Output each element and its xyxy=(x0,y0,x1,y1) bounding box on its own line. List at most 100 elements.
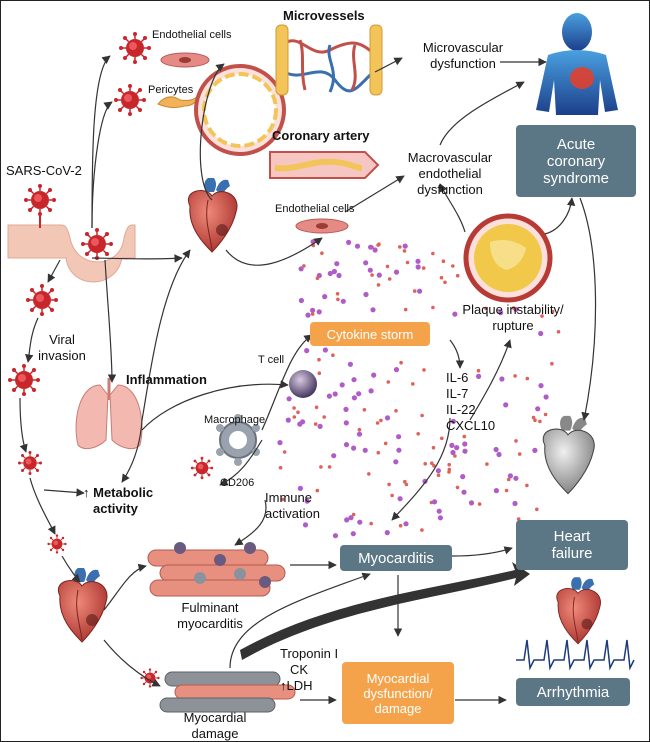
t-cell-icon xyxy=(289,370,317,398)
cytokine-dot xyxy=(531,415,536,420)
cytokine-dot xyxy=(516,517,521,521)
lungs-icon xyxy=(75,378,143,450)
cytokine-dot xyxy=(393,269,400,275)
cytokine-dot xyxy=(302,264,306,268)
virus-icon xyxy=(80,227,114,261)
cytokine-dot xyxy=(455,485,460,490)
cytokine-dot xyxy=(550,309,555,314)
label-sars-cov-2: SARS-CoV-2 xyxy=(6,163,82,178)
cytokine-dot xyxy=(362,408,367,412)
cytokine-dot xyxy=(476,373,482,379)
label-macrovascular: Macrovascular endothelial dysfunction xyxy=(407,150,493,197)
failing-heart-icon xyxy=(542,415,595,495)
label-fulminant-myocarditis: Fulminant myocarditis xyxy=(177,600,243,631)
cytokine-dot xyxy=(320,251,324,255)
cytokine-dot xyxy=(285,417,291,423)
label-biomarkers: Troponin I CK ↑LDH xyxy=(280,646,339,693)
damaged-tissue-icon xyxy=(159,671,296,713)
virus-icon xyxy=(17,450,43,476)
cytokine-dot xyxy=(327,270,333,277)
cytokine-dot xyxy=(477,502,482,506)
virus-icon xyxy=(23,183,57,217)
heart-icon xyxy=(556,576,601,645)
virus-icon xyxy=(190,456,214,480)
cytokine-dot xyxy=(390,493,394,498)
cytokine-dot xyxy=(282,450,287,454)
arrows xyxy=(19,55,597,705)
cytokine-dot xyxy=(399,360,403,365)
cytokine-dot xyxy=(402,249,407,253)
cytokine-dot xyxy=(304,348,310,354)
label-viral-invasion: Viral invasion xyxy=(38,332,86,363)
cytokine-dot xyxy=(363,291,369,298)
cytokine-dot xyxy=(393,459,399,465)
macrophage-icon xyxy=(216,414,260,466)
cytokine-dot xyxy=(347,361,353,367)
cytokine-dot xyxy=(461,489,467,495)
cytokine-dot xyxy=(540,314,544,318)
cytokine-dot xyxy=(403,307,408,312)
cytokine-dot xyxy=(485,462,489,466)
cytokine-dot xyxy=(305,312,311,318)
cytokine-dot xyxy=(385,264,390,269)
cytokine-dot xyxy=(525,376,530,381)
cytokine-dot xyxy=(286,396,292,402)
cytokine-dot xyxy=(430,461,434,466)
cytokine-dot xyxy=(384,415,391,421)
cytokine-dot xyxy=(412,289,417,293)
cytokine-dot xyxy=(550,361,554,366)
cytokine-dot xyxy=(556,330,561,334)
cytokine-dot xyxy=(506,477,511,482)
virus-icon xyxy=(118,31,152,65)
cytokine-dot xyxy=(336,272,342,279)
cytokine-dot xyxy=(351,377,357,383)
cytokine-dot xyxy=(314,405,319,410)
cytokine-dot xyxy=(322,347,328,353)
cytokine-dot xyxy=(296,410,300,415)
thick-arrow xyxy=(240,562,530,660)
cytokine-dot xyxy=(423,462,428,466)
cytokine-dot xyxy=(405,260,410,265)
cytokine-dot xyxy=(280,497,285,502)
cytokine-dot xyxy=(336,297,340,302)
cytokine-dot xyxy=(298,297,304,304)
cytokine-dot xyxy=(376,272,382,278)
box-myocarditis: Myocarditis xyxy=(340,545,452,571)
cytokine-dot xyxy=(535,406,541,412)
cytokine-dot xyxy=(387,482,391,487)
cytokine-dot xyxy=(511,306,516,310)
cytokine-dot xyxy=(334,261,340,267)
label-inflammation: Inflammation xyxy=(126,372,207,387)
cytokine-dot xyxy=(363,260,369,266)
cytokine-dot xyxy=(411,382,415,386)
label-plaque: Plaque instability/ rupture xyxy=(462,302,564,333)
plaque-icon xyxy=(463,213,553,303)
cytokine-dot xyxy=(335,292,340,296)
cytokine-dot xyxy=(421,266,426,270)
cytokine-dot xyxy=(393,367,400,373)
cytokine-dot xyxy=(525,483,529,488)
cytokine-dot xyxy=(443,280,447,285)
cytokine-dot xyxy=(356,391,362,397)
cytokine-dot xyxy=(437,515,443,521)
cytokine-dot xyxy=(351,445,357,451)
cytokine-dot xyxy=(297,485,303,491)
cytokine-dot xyxy=(513,374,517,378)
cytokine-dot xyxy=(369,521,374,526)
cytokine-dot xyxy=(452,311,458,317)
cytokine-dot xyxy=(357,427,362,432)
microvessel-ring-icon xyxy=(194,64,286,156)
cytokine-dot xyxy=(348,515,354,521)
cytokine-dot xyxy=(532,447,538,453)
cytokine-dot xyxy=(292,406,296,410)
cytokine-dot xyxy=(315,488,320,493)
label-immune-activation: Immune activation xyxy=(265,490,320,521)
virus-icon xyxy=(7,363,41,397)
cytokine-dot xyxy=(319,465,323,469)
cytokine-dot xyxy=(344,517,350,523)
cytokine-dot xyxy=(403,479,407,484)
cytokine-dot xyxy=(372,247,378,253)
label-cd206: CD206 xyxy=(220,477,255,489)
cytokine-dot xyxy=(468,500,475,506)
box-acute-coronary-syndrome: Acute coronary syndrome xyxy=(516,125,636,197)
